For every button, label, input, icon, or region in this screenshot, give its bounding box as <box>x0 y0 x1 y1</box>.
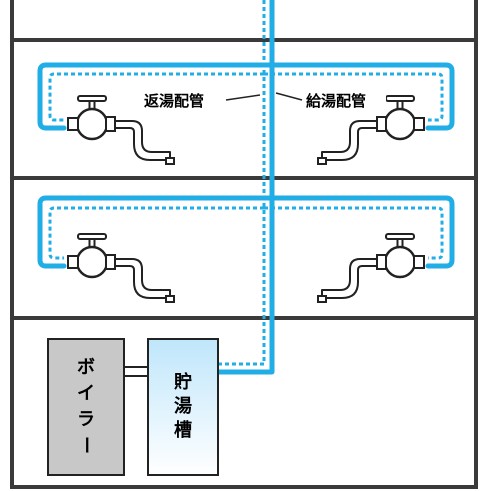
tank-label-char-2: 湯 <box>174 396 192 416</box>
building-frame <box>10 0 478 489</box>
supply-pipe <box>37 0 455 375</box>
supply-pipe-label: 給湯配管 <box>306 92 366 110</box>
boiler-label: ボ イ ラ ー <box>76 357 96 454</box>
boiler-label-char-4: ー <box>76 436 96 454</box>
storage-tank <box>147 338 219 476</box>
boiler-label-char-1: ボ <box>77 357 95 377</box>
supply-label-bg <box>304 88 386 110</box>
tank-label-char-3: 槽 <box>174 419 192 440</box>
return-pipe-label: 返湯配管 <box>144 92 204 110</box>
supply-pipe-leader-line <box>275 92 303 101</box>
return-pipe <box>48 0 444 366</box>
faucet-lower-left-icon <box>66 232 176 304</box>
tank-label-char-1: 貯 <box>174 371 192 392</box>
boiler <box>47 338 125 476</box>
return-label-bg <box>140 88 222 110</box>
faucet-lower-right-icon <box>316 232 426 304</box>
boiler-label-char-2: イ <box>77 383 95 403</box>
boiler-label-char-3: ラ <box>77 409 95 429</box>
storage-tank-label: 貯 湯 槽 <box>174 371 192 440</box>
return-pipe-leader-line <box>225 94 261 101</box>
